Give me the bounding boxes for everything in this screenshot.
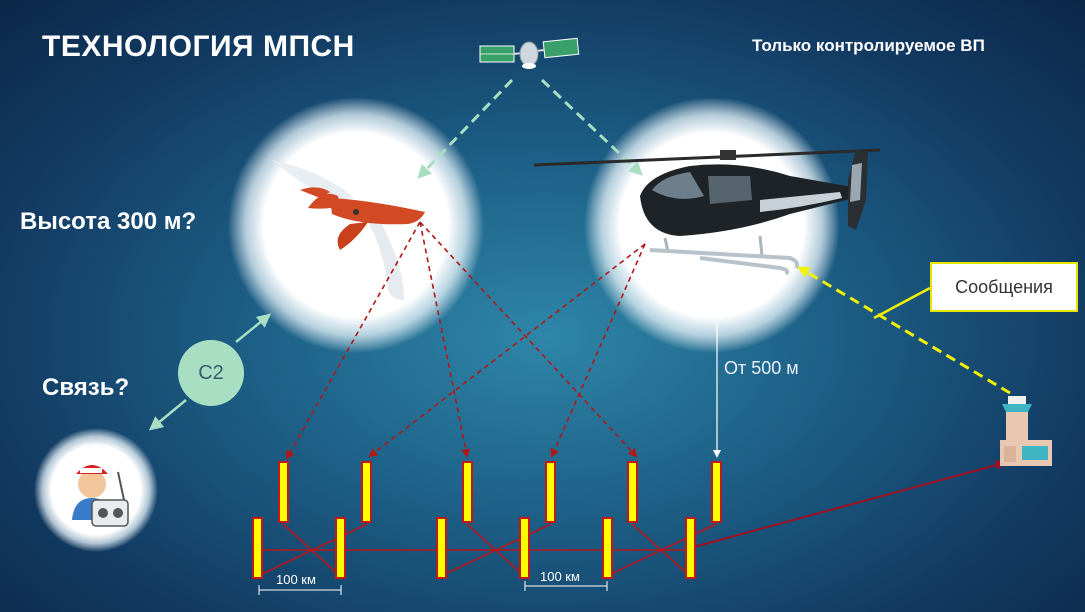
c2-badge: C2	[178, 340, 244, 406]
satellite-link-drone	[417, 78, 514, 179]
spacing-label-2: 100 км	[540, 569, 580, 584]
c2-link-up	[235, 313, 272, 343]
ground-station	[685, 517, 696, 579]
spacing-label-1: 100 км	[276, 572, 316, 587]
satellite-link-helicopter	[540, 78, 643, 176]
page-title: ТЕХНОЛОГИЯ МПСН	[42, 30, 355, 63]
network-to-tower-link	[689, 460, 1006, 549]
ground-station	[462, 461, 473, 523]
ground-station	[252, 517, 263, 579]
c2-link-down	[148, 399, 187, 431]
drone-icon	[272, 160, 425, 300]
ground-station	[436, 517, 447, 579]
ground-station	[519, 517, 530, 579]
page-subtitle: Только контролируемое ВП	[752, 36, 985, 55]
helicopter-icon	[533, 148, 881, 276]
message-link	[797, 266, 1011, 395]
altitude-question-label: Высота 300 м?	[20, 208, 197, 235]
pilot-icon	[72, 465, 129, 527]
ground-station	[602, 517, 613, 579]
ground-station	[278, 461, 289, 523]
helicopter-signal-lines	[368, 243, 646, 458]
ground-station	[335, 517, 346, 579]
messages-callout-line	[873, 286, 931, 320]
helicopter-altitude-label: От 500 м	[724, 358, 799, 378]
ground-stations	[252, 461, 722, 579]
control-tower-icon	[1000, 396, 1052, 466]
ground-network-lines	[257, 523, 717, 577]
ground-station	[711, 461, 722, 523]
ground-station	[361, 461, 372, 523]
messages-callout: Сообщения	[930, 262, 1078, 312]
ground-station	[545, 461, 556, 523]
satellite-icon	[479, 37, 580, 69]
ground-station	[627, 461, 638, 523]
spacing-dimension-2	[524, 581, 608, 591]
drone-signal-lines	[286, 221, 638, 460]
link-question-label: Связь?	[42, 374, 130, 401]
spacing-dimension-1	[258, 585, 342, 595]
